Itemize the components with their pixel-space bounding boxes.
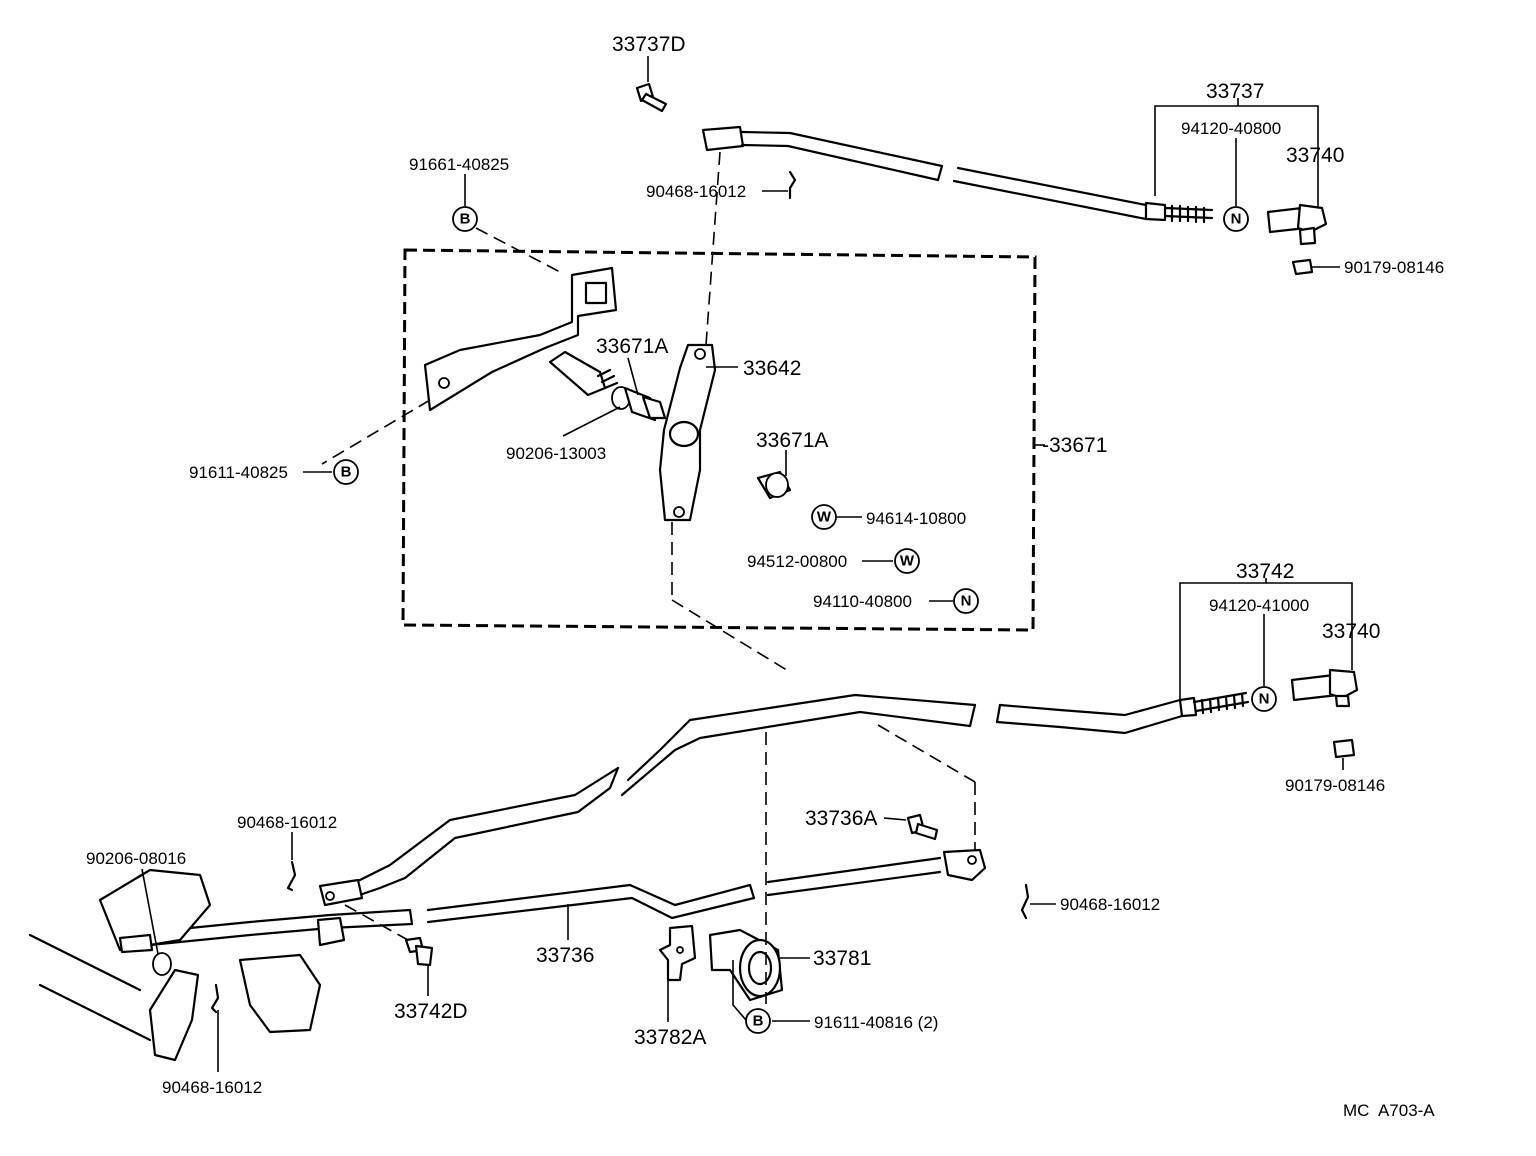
label-94512-00800: 94512-00800 xyxy=(747,552,847,571)
svg-text:N: N xyxy=(1259,691,1270,708)
label-91661-40825: 91661-40825 xyxy=(409,155,509,174)
upper-control-rod xyxy=(701,125,1214,224)
bolt-33742D xyxy=(404,936,434,967)
label-90206-13003: 90206-13003 xyxy=(506,444,606,463)
symbol-W-lower: W xyxy=(894,548,920,574)
label-90179-08146-top: 90179-08146 xyxy=(1344,258,1444,277)
label-33671A-upper: 33671A xyxy=(596,335,668,358)
label-90179-08146-bottom: 90179-08146 xyxy=(1285,776,1385,795)
label-91611-40825: 91611-40825 xyxy=(189,463,288,482)
label-33671: -33671 xyxy=(1042,434,1107,457)
symbol-B-bottom: B xyxy=(745,1008,771,1034)
alignment-lines xyxy=(321,151,976,1004)
label-33737: 33737 xyxy=(1206,80,1264,103)
clip-icon-bottom xyxy=(210,983,220,1014)
symbol-B-left: B xyxy=(333,459,359,485)
label-94120-40800: 94120-40800 xyxy=(1181,119,1281,138)
svg-text:B: B xyxy=(341,464,352,481)
svg-text:W: W xyxy=(817,509,832,526)
svg-text:N: N xyxy=(1231,211,1242,228)
label-33781: 33781 xyxy=(813,947,871,970)
part-labels: 33737D 33737 94120-40800 33740 91661-408… xyxy=(86,33,1444,1120)
symbol-N-box: N xyxy=(953,588,979,614)
label-33740-top: 33740 xyxy=(1286,144,1344,167)
bolt-33736A xyxy=(906,813,939,841)
label-33737D: 33737D xyxy=(612,33,686,56)
label-33736: 33736 xyxy=(536,944,594,967)
label-94614-10800: 94614-10800 xyxy=(866,509,966,528)
assembly-box-33671 xyxy=(401,248,1045,632)
symbol-N-lower: N xyxy=(1251,686,1277,712)
label-90468-16012-left: 90468-16012 xyxy=(237,813,337,832)
label-33742D: 33742D xyxy=(394,1000,468,1023)
label-33671A-lower: 33671A xyxy=(756,429,828,452)
svg-text:B: B xyxy=(753,1013,764,1030)
rod-end-33740-top xyxy=(1266,203,1328,276)
leader-lines xyxy=(141,98,1353,1072)
shift-bracket xyxy=(423,266,619,412)
label-33642: 33642 xyxy=(743,357,801,380)
label-90468-16012-bottom: 90468-16012 xyxy=(162,1078,262,1097)
grommet-33781 xyxy=(708,928,784,1002)
rod-33736 xyxy=(148,848,987,947)
label-90468-16012-top: 90468-16012 xyxy=(646,182,746,201)
bolt-33737D xyxy=(635,56,668,113)
label-33740-bottom: 33740 xyxy=(1322,620,1380,643)
washer-and-collar xyxy=(611,386,667,422)
rod-end-33740-bottom xyxy=(1290,668,1359,759)
catalog-code: MC A703-A xyxy=(1343,1101,1435,1120)
label-91611-40816: 91611-40816 (2) xyxy=(814,1013,938,1032)
clip-icon-left xyxy=(286,860,297,892)
symbol-B-top: B xyxy=(452,206,478,232)
svg-text:N: N xyxy=(961,593,972,610)
label-94110-40800: 94110-40800 xyxy=(813,592,912,611)
label-94120-41000: 94120-41000 xyxy=(1209,596,1309,615)
symbol-W-upper: W xyxy=(811,504,837,530)
lower-control-rod-upper xyxy=(318,691,1250,907)
clip-icon-right xyxy=(1020,883,1030,920)
svg-text:W: W xyxy=(900,553,915,570)
shift-lever-33642 xyxy=(658,343,717,522)
transmission-shaft xyxy=(28,868,346,1062)
label-90206-08016: 90206-08016 xyxy=(86,849,186,868)
label-33736A: 33736A xyxy=(805,807,877,830)
label-33782A: 33782A xyxy=(634,1026,706,1049)
bushing-33671A xyxy=(756,470,792,500)
label-90468-16012-right: 90468-16012 xyxy=(1060,895,1160,914)
symbol-N-top: N xyxy=(1223,206,1249,232)
label-33742: 33742 xyxy=(1236,560,1294,583)
svg-text:B: B xyxy=(460,211,471,228)
clip-icon-top xyxy=(788,170,797,200)
bracket-33782A xyxy=(658,924,697,982)
